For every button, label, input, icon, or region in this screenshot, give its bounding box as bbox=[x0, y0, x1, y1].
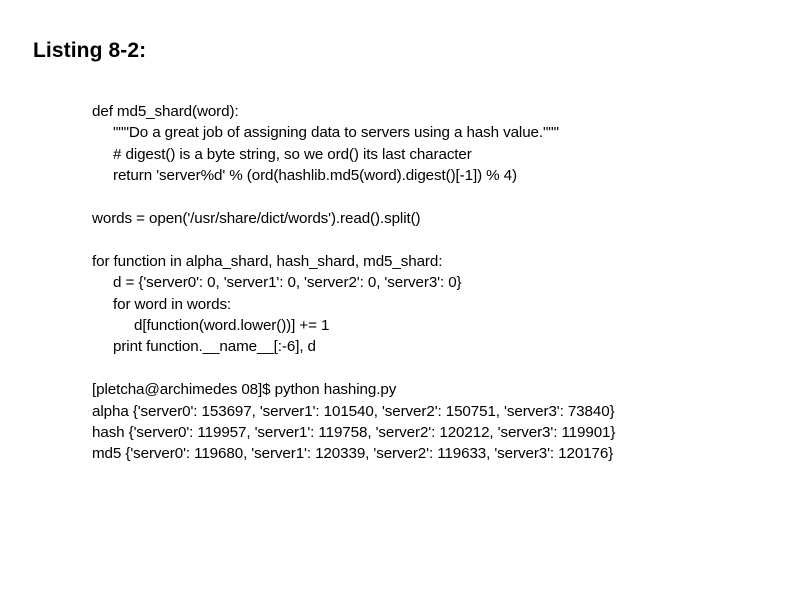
code-line: return 'server%d' % (ord(hashlib.md5(wor… bbox=[113, 167, 517, 185]
code-listing: def md5_shard(word): """Do a great job of… bbox=[92, 101, 782, 465]
code-line: md5 {'server0': 119680, 'server1': 12033… bbox=[92, 445, 614, 463]
code-line: hash {'server0': 119957, 'server1': 1197… bbox=[92, 424, 616, 442]
code-line: alpha {'server0': 153697, 'server1': 101… bbox=[92, 402, 615, 420]
code-line: d[function(word.lower())] += 1 bbox=[134, 317, 330, 335]
code-line: # digest() is a byte string, so we ord()… bbox=[113, 145, 472, 163]
code-line: """Do a great job of assigning data to s… bbox=[113, 124, 559, 142]
code-line-blank bbox=[92, 229, 782, 250]
code-line: for word in words: bbox=[113, 295, 232, 313]
code-line: for function in alpha_shard, hash_shard,… bbox=[92, 252, 443, 270]
code-line: words = open('/usr/share/dict/words').re… bbox=[92, 210, 421, 228]
page-title: Listing 8-2: bbox=[33, 39, 147, 62]
code-line: d = {'server0': 0, 'server1': 0, 'server… bbox=[113, 274, 462, 292]
code-line-blank bbox=[92, 187, 782, 208]
code-line: [pletcha@archimedes 08]$ python hashing.… bbox=[92, 381, 397, 399]
code-line-blank bbox=[92, 358, 782, 379]
code-line: def md5_shard(word): bbox=[92, 103, 239, 120]
code-line: print function.__name__[:-6], d bbox=[113, 338, 316, 356]
